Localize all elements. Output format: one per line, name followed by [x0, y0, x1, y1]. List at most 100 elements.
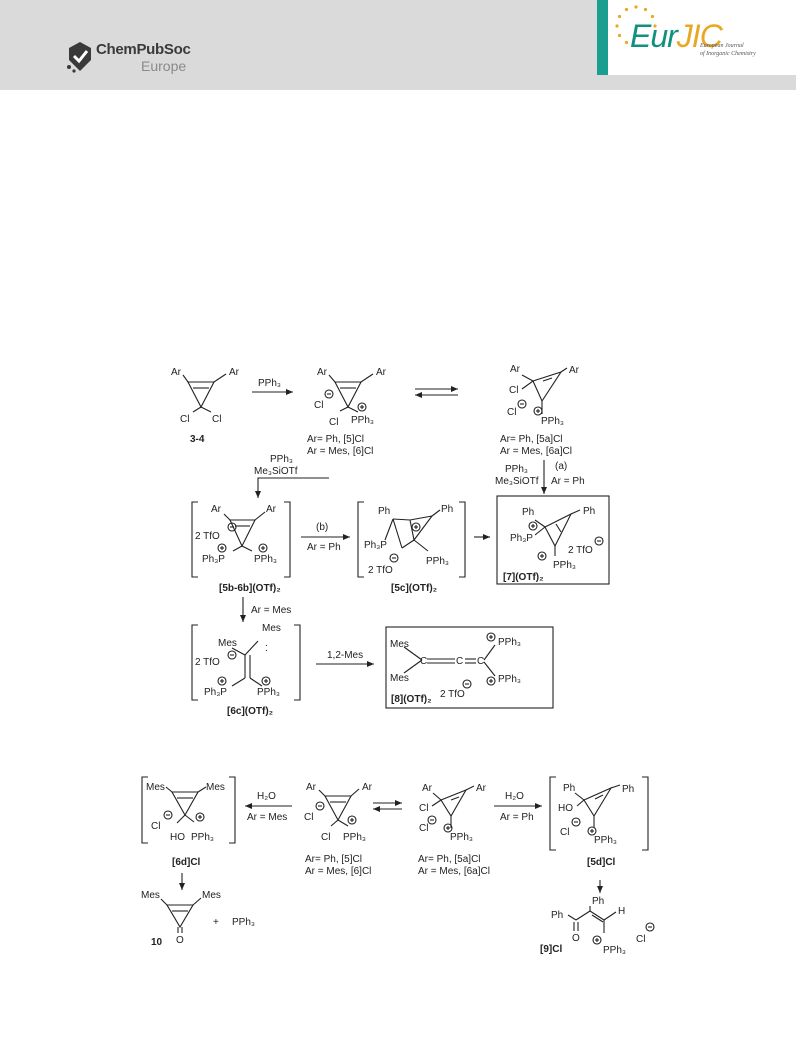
int5a-pph3: PPh₃ [541, 416, 564, 427]
s2-int5a-counter-cl: Cl [419, 823, 428, 834]
plus-charge-icon [486, 676, 496, 686]
compound-3-4-ar1: Ar [171, 367, 182, 378]
prod7-tfo: 2 TfO [568, 545, 593, 556]
plus-charge-icon [195, 812, 205, 822]
plus-charge-icon [261, 676, 271, 686]
int5-ar2: Ar [376, 367, 387, 378]
int5d-ph1: Ph [563, 783, 575, 794]
prod7-p2: PPh₃ [553, 560, 576, 571]
eu-stars-icon [615, 5, 657, 45]
int5c-ph1: Ph [378, 506, 390, 517]
int5a-label-2: Ar = Mes, [6a]Cl [500, 446, 572, 457]
prod10-mes1: Mes [141, 890, 160, 901]
journal-accent-bar [597, 0, 608, 75]
int5d-label: [5d]Cl [587, 857, 616, 868]
plus-charge-icon [258, 543, 268, 553]
int6d-mes1: Mes [146, 782, 165, 793]
minus-charge-icon [427, 815, 437, 825]
int5b-tfo: 2 TfO [195, 531, 220, 542]
s2-int5-cl: Cl [321, 832, 330, 843]
int6c-p1: Ph₃P [204, 687, 227, 698]
s2-int5-label-1: Ar= Ph, [5]Cl [305, 854, 362, 865]
reagent-tms-otf-down: Me₃SiOTf [254, 466, 298, 477]
int5b-p1: Ph₃P [202, 554, 225, 565]
prod8-mes1: Mes [390, 639, 409, 650]
reagent-pph3: PPh₃ [258, 378, 281, 389]
int5c-label: [5c](OTf)₂ [391, 583, 437, 594]
product-7: Ph Ph Ph₃P 2 TfO PPh₃ [7](OTf)₂ [496, 495, 610, 585]
step-b-cond: Ar = Ph [307, 542, 341, 553]
plus-charge-icon [357, 402, 367, 412]
prod8-p1: PPh₃ [498, 637, 521, 648]
step-h2o-left: H₂O [257, 791, 276, 802]
int6c-p2: PPh₃ [257, 687, 280, 698]
plus-charge-icon [217, 676, 227, 686]
s2-int5-ar1: Ar [306, 782, 317, 793]
int5b-ar1: Ar [211, 504, 222, 515]
plus-charge-icon [217, 543, 227, 553]
prod7-label: [7](OTf)₂ [503, 572, 544, 583]
plus-charge-icon [587, 826, 597, 836]
int5a-cl: Cl [509, 385, 518, 396]
intermediate-6d: Mes Mes Cl HO PPh₃ [6d]Cl [141, 776, 236, 868]
product-10: Mes Mes O + PPh₃ 10 [141, 890, 255, 948]
allene-c3: C [477, 656, 484, 667]
journal-title: EurJIC [630, 18, 723, 55]
intermediate-5-6: Ar Ar Cl Cl PPh₃ Ar= Ph, [5]Cl Ar = Mes,… [307, 367, 387, 457]
prod9-ph1: Ph [551, 910, 563, 921]
scheme-1: Ar Ar Cl Cl 3-4 PPh₃ Ar Ar Cl Cl PPh₃ A [171, 364, 610, 717]
step-right-cond: Ar = Ph [500, 812, 534, 823]
int5a-ar1: Ar [510, 364, 521, 375]
compound-3-4-cl1: Cl [180, 414, 189, 425]
minus-charge-icon [227, 522, 237, 532]
s2-int5a-pph3: PPh₃ [450, 832, 473, 843]
prod8-mes2: Mes [390, 673, 409, 684]
int5d-ho: HO [558, 803, 573, 814]
minus-charge-icon [517, 399, 527, 409]
prod10-label: 10 [151, 937, 163, 948]
plus-charge-icon [592, 935, 602, 945]
prod8-label: [8](OTf)₂ [391, 694, 432, 705]
intermediate-5a-6a-scheme2: Ar Ar Cl Cl PPh₃ Ar= Ph, [5a]Cl Ar = Mes… [418, 783, 490, 877]
int5-counter-cl: Cl [314, 400, 323, 411]
plus-charge-icon [347, 815, 357, 825]
allene-c1: C [420, 656, 427, 667]
int5b-label: [5b-6b](OTf)₂ [219, 583, 281, 594]
int5c-p1: Ph₃P [364, 540, 387, 551]
int5-label-2: Ar = Mes, [6]Cl [307, 446, 373, 457]
minus-charge-icon [389, 553, 399, 563]
prod9-ph2: Ph [592, 896, 604, 907]
int6d-counter-cl: Cl [151, 821, 160, 832]
intermediate-5c: Ph Ph Ph₃P 2 TfO PPh₃ [5c](OTf)₂ [357, 501, 466, 594]
int5a-ar2: Ar [569, 365, 580, 376]
int5c-tfo: 2 TfO [368, 565, 393, 576]
prod9-pph3: PPh₃ [603, 945, 626, 956]
s2-int5-label-2: Ar = Mes, [6]Cl [305, 866, 371, 877]
compound-3-4-ar2: Ar [229, 367, 240, 378]
plus-charge-icon [528, 521, 538, 531]
int6c-mes2: Mes [218, 638, 237, 649]
publisher-name: ChemPubSoc [96, 41, 191, 58]
s2-int5a-label-2: Ar = Mes, [6a]Cl [418, 866, 490, 877]
compound-3-4: Ar Ar Cl Cl 3-4 [171, 367, 240, 445]
prod7-p1: Ph₃P [510, 533, 533, 544]
int5-cl: Cl [329, 417, 338, 428]
s2-int5-ar2: Ar [362, 782, 373, 793]
step-h2o-right: H₂O [505, 791, 524, 802]
prod7-ph2: Ph [583, 506, 595, 517]
int6d-pph3: PPh₃ [191, 832, 214, 843]
product-9: Ph Ph O H Cl PPh₃ [9]Cl [540, 896, 655, 956]
prod8-tfo: 2 TfO [440, 689, 465, 700]
prod8-p2: PPh₃ [498, 674, 521, 685]
int5b-p2: PPh₃ [254, 554, 277, 565]
s2-int5a-ar2: Ar [476, 783, 487, 794]
reagent-pph3-down: PPh₃ [270, 454, 293, 465]
s2-int5a-label-1: Ar= Ph, [5a]Cl [418, 854, 481, 865]
chempubsoc-logo-icon [67, 42, 91, 73]
journal-logo-panel [608, 0, 796, 75]
int5-label-1: Ar= Ph, [5]Cl [307, 434, 364, 445]
intermediate-5b-6b: Ar Ar 2 TfO Ph₃P PPh₃ [5b-6b](OTf)₂ [191, 501, 291, 594]
int5a-counter-cl: Cl [507, 407, 516, 418]
int6c-label: [6c](OTf)₂ [227, 706, 273, 717]
